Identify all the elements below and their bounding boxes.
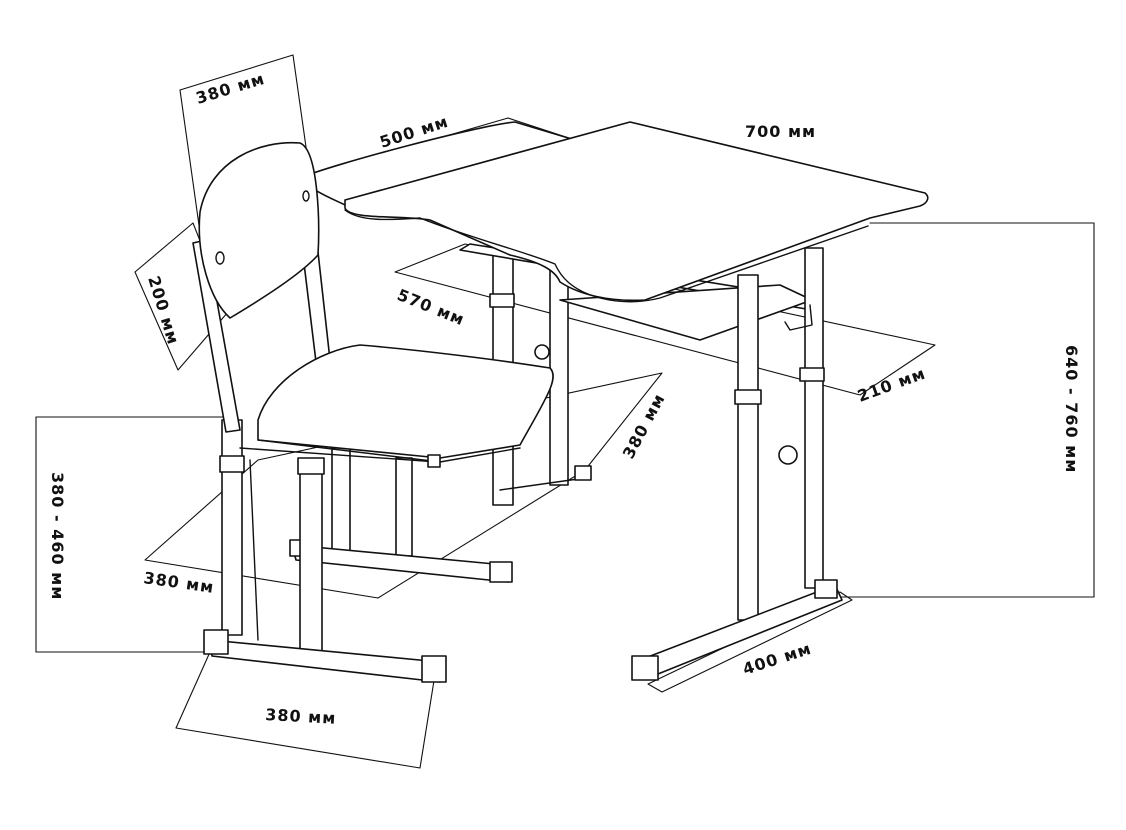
desk-back-foot-cap bbox=[574, 465, 592, 481]
desk-top-edge bbox=[344, 209, 869, 303]
label-seat-width: 380 мм bbox=[142, 568, 215, 597]
seat-height-bracket bbox=[35, 416, 226, 653]
label-chair-base: 380 мм bbox=[265, 705, 337, 728]
chair-seat-crossbar bbox=[239, 447, 439, 463]
chair-front-leg bbox=[299, 459, 323, 661]
desk-top-main bbox=[344, 121, 929, 302]
desk-bag-hook bbox=[784, 304, 813, 331]
label-seat-height: 380 - 460 мм bbox=[48, 472, 67, 600]
desk-adjust-knob-back bbox=[534, 344, 550, 360]
desk-leg-front-right bbox=[804, 247, 824, 589]
desk-leg-front-left bbox=[737, 274, 759, 621]
dimension-labels: 380 мм 200 мм 500 мм 700 мм 570 мм 210 м… bbox=[48, 69, 1081, 728]
desk-leg-sleeve-left bbox=[734, 389, 762, 405]
desk-height-bracket bbox=[829, 222, 1095, 598]
chair-front-foot bbox=[209, 639, 441, 683]
label-seat-depth: 380 мм bbox=[619, 390, 669, 462]
chair-rear-leg-a bbox=[331, 447, 351, 559]
chair-rear-foot-cap bbox=[489, 561, 513, 583]
chair bbox=[192, 141, 554, 683]
label-shelf-depth: 210 мм bbox=[855, 364, 928, 406]
chair-rear-leg-b bbox=[395, 457, 413, 557]
chair-leg-sleeve-back bbox=[219, 455, 245, 473]
chair-backrest-hole-left bbox=[215, 251, 225, 265]
desk-adjust-knob-front bbox=[778, 445, 798, 465]
label-back-height: 200 мм bbox=[144, 274, 183, 348]
chair-back-post-right bbox=[302, 251, 331, 363]
chair-backrest-hole-right bbox=[302, 190, 310, 202]
label-desk-height: 640 - 760 мм bbox=[1062, 345, 1081, 473]
chair-leg-sleeve-front bbox=[297, 457, 325, 475]
label-desk-base: 400 мм bbox=[740, 639, 814, 679]
chair-back-leg-left bbox=[221, 419, 243, 636]
desk-leg-sleeve-back bbox=[489, 293, 515, 308]
chair-crossbar-cap bbox=[427, 454, 441, 468]
chair-foot-cap-left bbox=[203, 629, 229, 655]
desk-foot-cap-right bbox=[814, 579, 838, 599]
chair-foot-cap-right bbox=[421, 655, 447, 683]
label-shelf-width: 570 мм bbox=[395, 285, 468, 329]
chair-backrest bbox=[198, 141, 320, 319]
chair-back-leg-inner bbox=[249, 459, 259, 641]
chair-seat bbox=[257, 344, 554, 459]
desk-foot-cap-left bbox=[631, 655, 659, 681]
shelf-plane bbox=[394, 243, 936, 396]
desk-top-left bbox=[299, 121, 576, 206]
label-desk-width: 700 мм bbox=[745, 122, 816, 141]
desk-leg-sleeve-right bbox=[799, 367, 825, 382]
desk-back-foot bbox=[499, 477, 586, 491]
